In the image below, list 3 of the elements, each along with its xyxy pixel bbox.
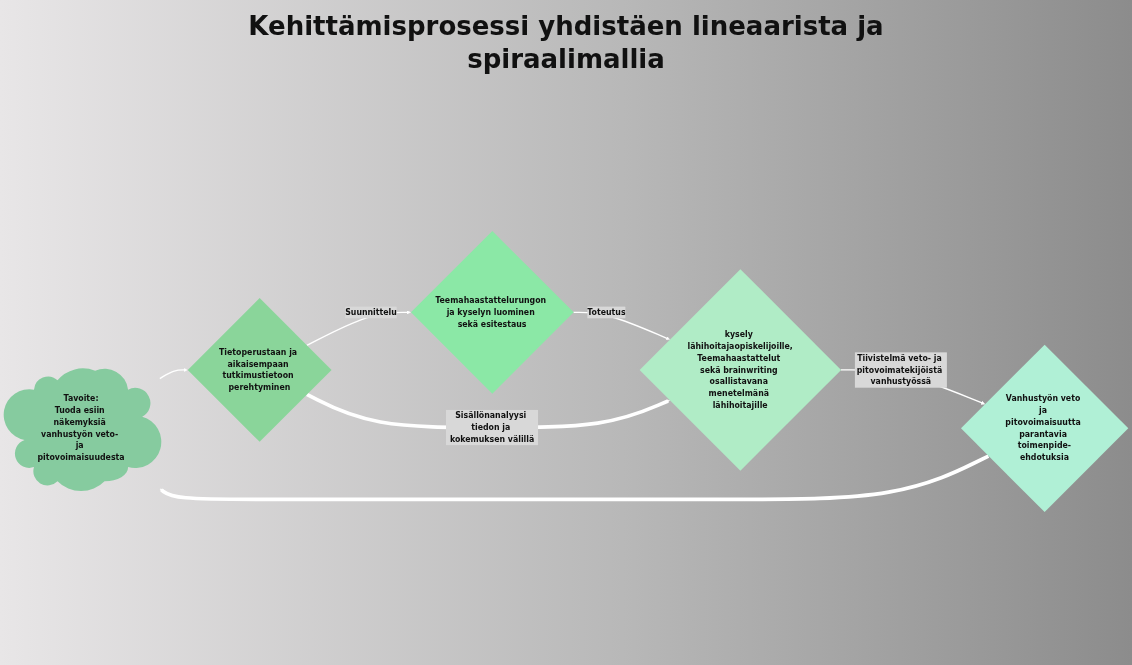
arrow <box>159 454 990 502</box>
arrow <box>159 367 188 380</box>
diagram-title: Kehittämisprosessi yhdistäen lineaarista ja spiraalimallia <box>247 10 885 76</box>
